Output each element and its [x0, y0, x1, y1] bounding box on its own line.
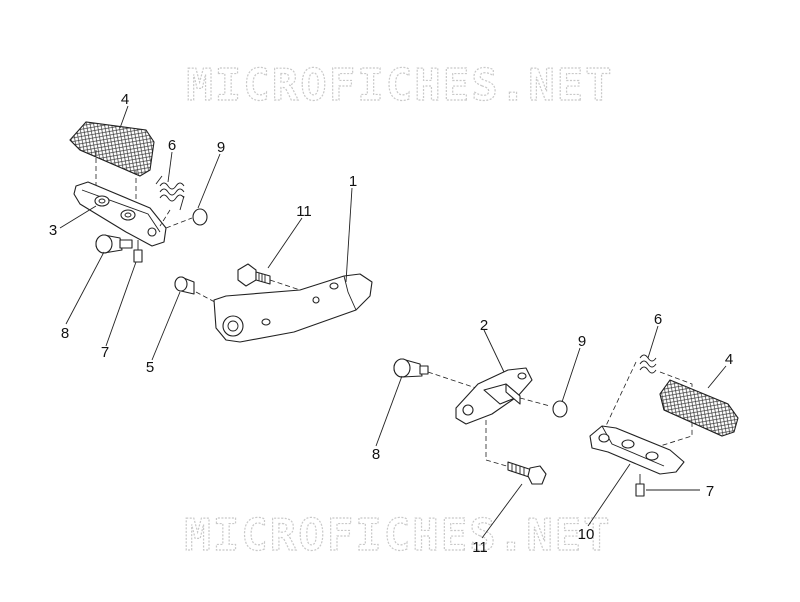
main-bracket	[213, 273, 373, 343]
bolt-right	[507, 461, 547, 485]
callout-6-right: 6	[654, 311, 662, 328]
footrest-bracket-left	[73, 181, 167, 247]
footrest-bracket-right	[589, 425, 685, 475]
callout-11-right: 11	[472, 539, 488, 556]
callout-10: 10	[578, 526, 595, 543]
watermark-top: MICROFICHES.NET	[186, 60, 613, 111]
plate	[455, 367, 533, 425]
callout-4-right: 4	[725, 351, 733, 368]
callout-9-left: 9	[217, 139, 225, 156]
circlip-left	[192, 208, 208, 226]
callout-4-left: 4	[121, 91, 129, 108]
pin-right	[393, 358, 429, 378]
pivot-pin	[174, 276, 195, 295]
callout-9-right: 9	[578, 333, 586, 350]
callout-7-right: 7	[706, 483, 714, 500]
callout-3: 3	[49, 222, 57, 239]
callout-5: 5	[146, 359, 154, 376]
circlip-right	[552, 400, 568, 418]
spring-left	[155, 175, 185, 211]
pin-left	[95, 234, 133, 254]
screw-left	[133, 240, 143, 263]
footrest-rubber-right	[659, 379, 739, 437]
leader-lines	[59, 105, 727, 539]
callout-11-left: 11	[296, 203, 312, 220]
footrest-rubber-left	[69, 121, 155, 177]
watermark-bottom: MICROFICHES.NET	[184, 510, 611, 561]
callout-2: 2	[480, 317, 488, 334]
callout-7-left: 7	[101, 344, 109, 361]
callout-1: 1	[349, 173, 357, 190]
callout-8-left: 8	[61, 325, 69, 342]
callout-8-right: 8	[372, 446, 380, 463]
callout-6-left: 6	[168, 137, 176, 154]
bolt-left	[237, 263, 271, 287]
screw-right	[635, 474, 645, 497]
